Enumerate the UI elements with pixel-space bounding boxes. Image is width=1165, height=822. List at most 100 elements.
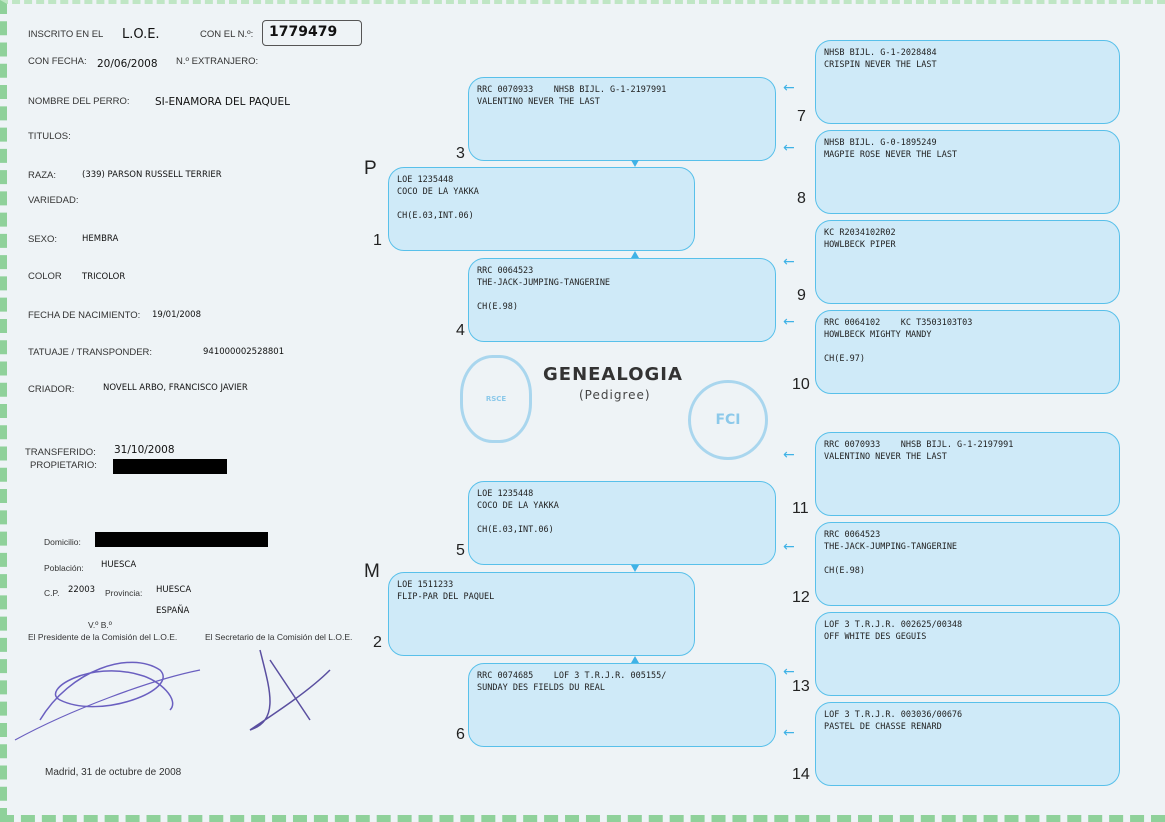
ancestor-name: PASTEL DE CHASSE RENARD (824, 722, 942, 732)
ancestor-name: VALENTINO NEVER THE LAST (477, 97, 600, 107)
ancestor-name: HOWLBECK MIGHTY MANDY (824, 330, 932, 340)
arrow-left-icon: ← (783, 725, 795, 741)
titles (824, 263, 1111, 275)
ancestor-number: 1 (373, 232, 382, 249)
spacer (477, 108, 767, 120)
sexo-label: SEXO: (28, 234, 58, 245)
registration: LOE 1235448 (397, 175, 454, 185)
registration: LOF 3 T.R.J.R. 003036/00676 (824, 710, 963, 720)
town: HUESCA (101, 560, 137, 570)
vb-label: V.º B.º (88, 620, 112, 630)
ancestor-name: HOWLBECK PIPER (824, 240, 896, 250)
arrow-left-icon: ← (783, 447, 795, 463)
birth-date: 19/01/2008 (152, 310, 201, 320)
ancestor-number: 8 (797, 190, 806, 207)
father-side-label: P (364, 158, 377, 179)
criador-label: CRIADOR: (28, 384, 75, 395)
color-label: COLOR (28, 271, 62, 282)
registration: KC R2034102R02 (824, 228, 896, 238)
ancestor-number: 3 (456, 145, 465, 162)
ancestor-number: 12 (792, 589, 810, 606)
ancestor-name: VALENTINO NEVER THE LAST (824, 452, 947, 462)
fecha-value: 20/06/2008 (97, 58, 158, 70)
arrow-up-icon (631, 251, 639, 258)
rsce-seal: RSCE (460, 355, 532, 443)
spacer (824, 71, 1111, 83)
tatuaje-label: TATUAJE / TRANSPONDER: (28, 347, 153, 358)
breeder: NOVELL ARBO, FRANCISCO JAVIER (103, 383, 248, 393)
titles: CH(E.98) (824, 566, 865, 576)
signatures-image (14, 649, 331, 741)
mother-side-label: M (364, 561, 380, 582)
titles: CH(E.03,INT.06) (397, 211, 474, 221)
domicilio-label: Domicilio: (44, 537, 81, 547)
poblacion-label: Población: (44, 563, 84, 573)
arrow-up-icon (631, 656, 639, 663)
propietario-label: PROPIETARIO: (30, 460, 97, 471)
numero-label: CON EL N.º: (200, 29, 254, 40)
titulos-label: TITULOS: (28, 131, 71, 142)
titles (824, 745, 1111, 757)
cp-label: C.P. (44, 588, 60, 598)
raza-label: RAZA: (28, 170, 56, 181)
titles (477, 706, 767, 718)
registration: RRC 0074685 LOF 3 T.R.J.R. 005155/ (477, 671, 667, 681)
breed: (339) PARSON RUSSELL TERRIER (82, 170, 222, 180)
color: TRICOLOR (82, 272, 126, 282)
postal-code: 22003 (68, 585, 96, 595)
extranjero-label: N.º EXTRANJERO: (176, 56, 259, 67)
ancestor-number: 11 (792, 500, 809, 517)
nacimiento-label: FECHA DE NACIMIENTO: (28, 310, 141, 321)
ancestor-number: 4 (456, 322, 465, 339)
ancestor-number: 7 (797, 108, 806, 125)
registration: LOE 1235448 (477, 489, 534, 499)
arrow-left-icon: ← (783, 140, 795, 156)
ancestor-number: 5 (456, 542, 465, 559)
ancestor-name: OFF WHITE DES GEGUIS (824, 632, 927, 642)
provincia-label: Provincia: (105, 588, 143, 598)
ancestor-number: 6 (456, 726, 465, 743)
registration: RRC 0064102 KC T3503103T03 (824, 318, 973, 328)
spacer (824, 643, 1111, 655)
ancestor-name: COCO DE LA YAKKA (477, 501, 559, 511)
ancestor-number: 14 (792, 766, 810, 783)
titles: CH(E.97) (824, 354, 865, 364)
place-date: Madrid, 31 de octubre de 2008 (45, 767, 182, 778)
nombre-label: NOMBRE DEL PERRO: (28, 96, 130, 107)
spacer (824, 553, 1111, 565)
titles (477, 120, 767, 132)
spacer (397, 198, 686, 210)
fci-seal: FCI (688, 380, 768, 460)
spacer (824, 733, 1111, 745)
transponder: 941000002528801 (203, 347, 285, 357)
arrow-down-icon (631, 160, 639, 167)
ancestor-name: SUNDAY DES FIELDS DU REAL (477, 683, 605, 693)
spacer (824, 251, 1111, 263)
genealogia-title: GENEALOGIA (543, 364, 683, 385)
pedigree-subtitle: (Pedigree) (579, 388, 651, 402)
spacer (824, 341, 1111, 353)
registration: RRC 0070933 NHSB BIJL. G-1-2197991 (477, 85, 667, 95)
fecha-label: CON FECHA: (28, 56, 87, 67)
titles: CH(E.03,INT.06) (477, 525, 554, 535)
country: ESPAÑA (156, 606, 190, 616)
province: HUESCA (156, 585, 192, 595)
spacer (477, 289, 767, 301)
ancestor-name: MAGPIE ROSE NEVER THE LAST (824, 150, 958, 160)
registration: RRC 0070933 NHSB BIJL. G-1-2197991 (824, 440, 1014, 450)
secretario-label: El Secretario de la Comisión del L.O.E. (205, 632, 353, 642)
transferido-label: TRANSFERIDO: (25, 447, 96, 458)
redacted-address (95, 532, 268, 547)
presidente-label: El Presidente de la Comisión del L.O.E. (28, 632, 178, 642)
registration: RRC 0064523 (824, 530, 881, 540)
redacted-owner (113, 459, 227, 474)
